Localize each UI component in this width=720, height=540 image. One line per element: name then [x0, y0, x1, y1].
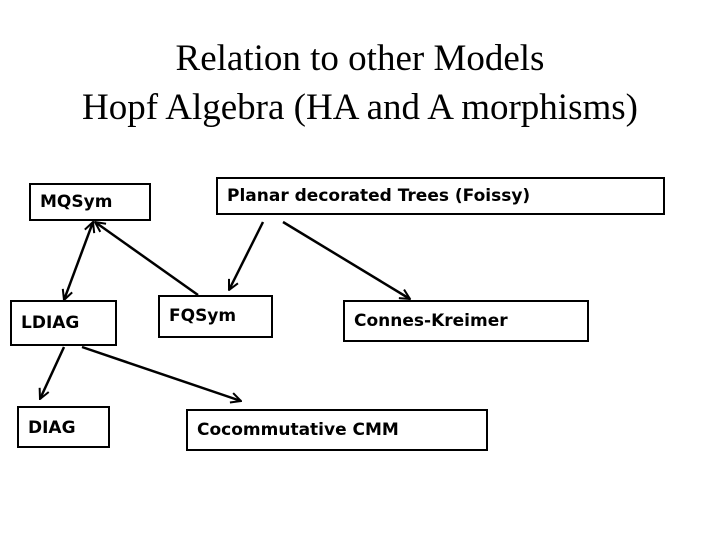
node-connes-kreimer: Connes-Kreimer: [343, 300, 589, 342]
node-planar-decorated-trees: Planar decorated Trees (Foissy): [216, 177, 665, 215]
arrow-ldiag-diag: [40, 346, 66, 399]
node-diag: DIAG: [17, 406, 110, 448]
node-fqsym: FQSym: [158, 295, 273, 338]
node-cocommutative-cmm: Cocommutative CMM: [186, 409, 488, 451]
arrow-planar-trees-connes-kreimer: [282, 220, 410, 299]
arrow-ldiag-mqsym: [64, 222, 93, 300]
arrow-fqsym-mqsym: [95, 222, 199, 297]
node-ldiag: LDIAG: [10, 300, 117, 346]
arrow-planar-trees-fqsym: [227, 221, 265, 290]
slide-title-line-2: Hopf Algebra (HA and A morphisms): [82, 87, 638, 128]
node-mqsym: MQSym: [29, 183, 151, 221]
slide-title-line-1: Relation to other Models: [175, 38, 545, 79]
arrow-ldiag-cocommutative-cmm: [81, 345, 241, 401]
